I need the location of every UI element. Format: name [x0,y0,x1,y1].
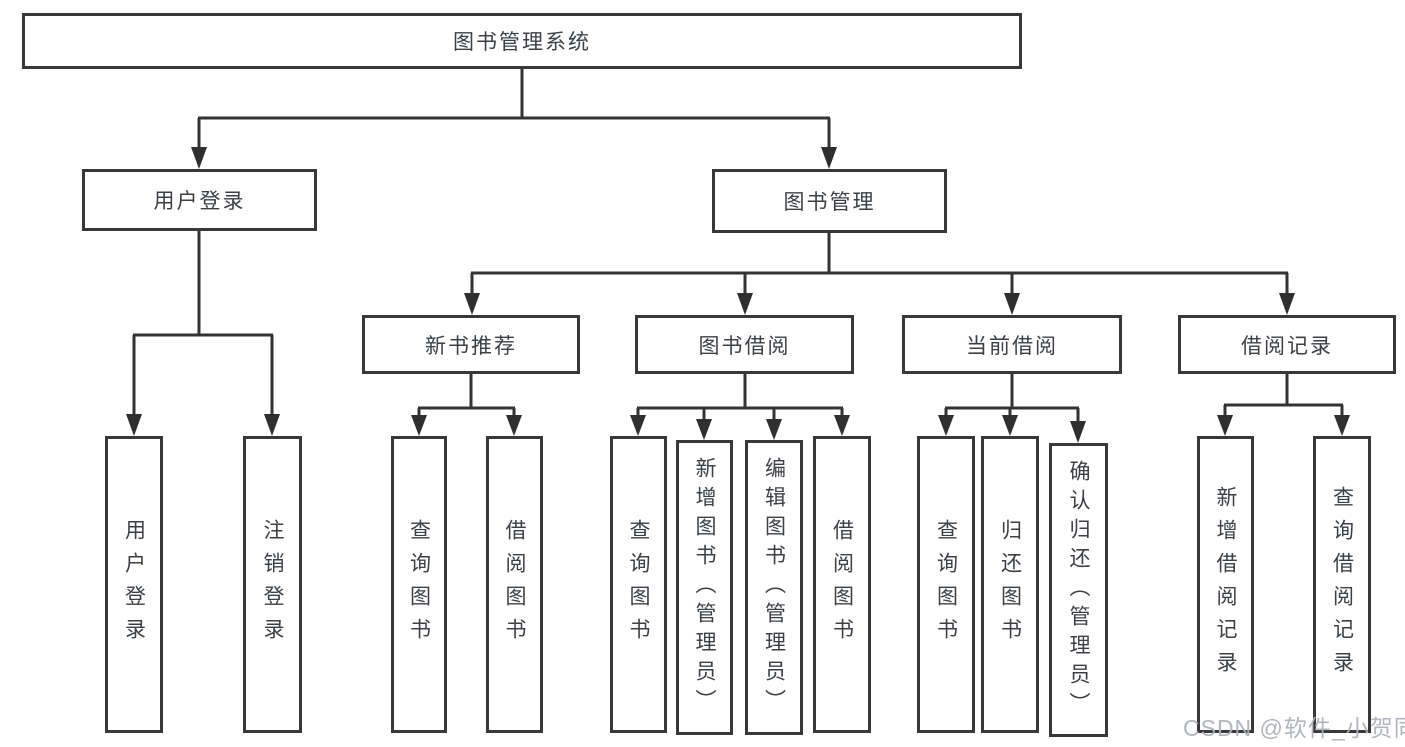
node-label: 图书借阅 [698,334,791,358]
leaf-query-borrow-record: 查询借阅记录 [1313,436,1371,733]
leaf-label: 新增图书（管理员） [693,457,716,718]
leaf-logout: 注销登录 [243,436,302,733]
node-label: 图书管理 [783,191,876,214]
leaf-borrow-books: 借阅图书 [813,436,871,733]
leaf-query-books-borrow: 查询图书 [610,436,667,733]
leaf-edit-books-admin: 编辑图书（管理员） [745,440,803,735]
node-book-borrow: 图书借阅 [635,315,854,374]
leaf-label: 确认归还（管理员） [1067,459,1090,721]
leaf-add-books-admin: 新增图书（管理员） [676,440,733,735]
leaf-label: 借阅图书 [503,518,526,651]
node-borrow-records: 借阅记录 [1178,315,1396,374]
leaf-add-borrow-record: 新增借阅记录 [1197,436,1254,733]
leaf-label: 注销登录 [261,518,284,651]
node-library-system: 图书管理系统 [22,13,1022,69]
node-current-borrow: 当前借阅 [902,315,1122,374]
leaf-user-login: 用户登录 [105,436,163,733]
node-label: 当前借阅 [966,334,1058,358]
leaf-label: 编辑图书（管理员） [762,457,786,718]
leaf-label: 查询图书 [627,518,650,651]
leaf-label: 借阅图书 [830,518,854,651]
leaf-return-books: 归还图书 [981,436,1039,733]
leaf-label: 新增借阅记录 [1214,485,1237,684]
leaf-confirm-return-admin: 确认归还（管理员） [1049,443,1108,737]
leaf-label: 查询图书 [934,518,958,651]
node-user-login: 用户登录 [82,169,317,231]
leaf-label: 查询图书 [407,518,431,651]
node-label: 新书推荐 [425,334,517,358]
node-book-management: 图书管理 [712,169,947,233]
csdn-watermark: CSDN @软件_小贺同学 [1183,715,1405,741]
node-label: 图书管理系统 [453,31,591,54]
leaf-borrow-books-recommend: 借阅图书 [486,436,543,733]
leaf-query-books-recommend: 查询图书 [391,436,447,733]
leaf-label: 用户登录 [122,518,146,651]
leaf-label: 查询借阅记录 [1330,485,1354,684]
leaf-label: 归还图书 [998,518,1022,651]
arrowheads [126,147,1350,443]
node-label: 借阅记录 [1241,334,1333,358]
node-label: 用户登录 [153,190,246,213]
node-new-book-recommend: 新书推荐 [362,315,580,374]
leaf-query-books-current: 查询图书 [917,436,975,733]
